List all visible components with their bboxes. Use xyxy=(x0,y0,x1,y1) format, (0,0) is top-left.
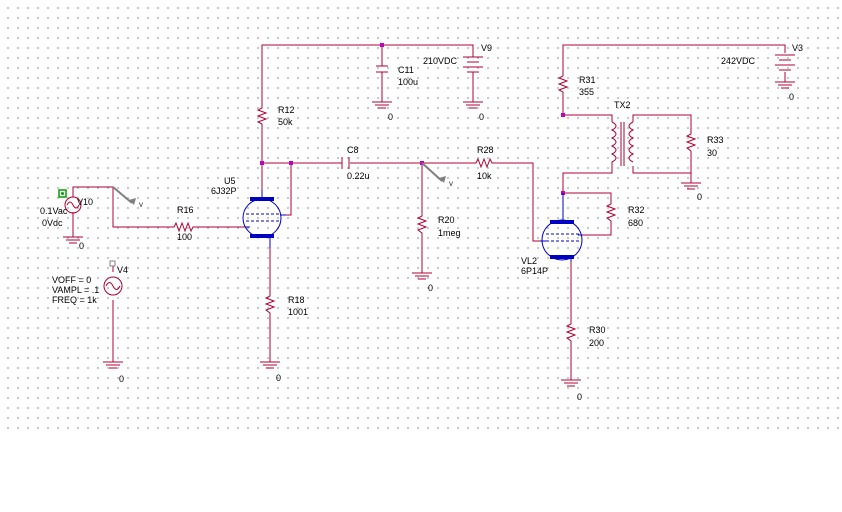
tube-u5[interactable] xyxy=(242,190,286,248)
r33-value: 30 xyxy=(707,148,717,158)
svg-text:V: V xyxy=(139,203,143,209)
r16-value: 100 xyxy=(177,232,192,242)
v9-name: V9 xyxy=(481,43,492,53)
v4-voff: VOFF = 0 xyxy=(52,275,91,285)
r18-value: 1001 xyxy=(288,307,308,317)
v4-freq: FREQ = 1k xyxy=(52,295,97,305)
ground-icon xyxy=(63,236,83,244)
capacitor-c11[interactable] xyxy=(376,62,388,77)
ground-label: 0 xyxy=(697,192,702,202)
resistor-r31[interactable] xyxy=(557,72,569,97)
r32-name: R32 xyxy=(628,205,645,215)
vl2-value: 6P14P xyxy=(521,266,548,276)
c11-name: C11 xyxy=(398,65,414,75)
ground-icon xyxy=(775,81,795,89)
c11-value: 100u xyxy=(398,77,418,87)
u5-name: U5 xyxy=(224,176,236,186)
ground-icon xyxy=(412,272,432,280)
resistor-r12[interactable] xyxy=(256,104,268,128)
transformer-tx2[interactable] xyxy=(610,121,635,168)
r31-name: R31 xyxy=(579,75,596,85)
v9-value: 210VDC xyxy=(423,56,458,66)
ground-icon xyxy=(681,182,701,190)
ground-label: 0 xyxy=(789,92,794,102)
c8-value: 0.22u xyxy=(347,171,370,181)
dc-source-v9[interactable] xyxy=(463,55,483,73)
vl2-name: VL2 xyxy=(521,256,537,266)
resistor-r33[interactable] xyxy=(685,130,697,157)
v3-name: V3 xyxy=(792,43,803,53)
ac-source-v4[interactable] xyxy=(103,260,123,296)
dc-source-v3[interactable] xyxy=(775,54,795,71)
r12-name: R12 xyxy=(278,105,295,115)
ground-icon xyxy=(463,101,483,109)
component-labels: V10 0.1Vac 0Vdc 0 V4 VOFF = 0 VAMPL = .1… xyxy=(40,43,803,402)
canvas-margin xyxy=(0,437,842,512)
resistor-r30[interactable] xyxy=(565,320,577,346)
svg-text:V: V xyxy=(449,182,453,188)
c8-name: C8 xyxy=(347,145,359,155)
tube-vl2[interactable] xyxy=(540,193,583,262)
ground-label: 0 xyxy=(388,112,393,122)
r32-value: 680 xyxy=(628,218,643,228)
ground-icon xyxy=(561,379,581,387)
ground-symbols xyxy=(63,81,795,387)
v4-vampl: VAMPL = .1 xyxy=(52,285,99,295)
r31-value: 355 xyxy=(579,87,594,97)
v10-name: V10 xyxy=(77,197,93,207)
v3-value: 242VDC xyxy=(721,56,756,66)
resistor-r18[interactable] xyxy=(264,292,276,318)
r33-name: R33 xyxy=(707,135,724,145)
ac-source-v10[interactable] xyxy=(58,189,82,214)
u5-value: 6J32P xyxy=(211,186,237,196)
r12-value: 50k xyxy=(278,117,293,127)
r30-value: 200 xyxy=(589,338,604,348)
r20-name: R20 xyxy=(438,215,455,225)
ground-label: 0 xyxy=(119,374,124,384)
v10-ac: 0.1Vac xyxy=(40,206,68,216)
ground-label: 0 xyxy=(79,241,84,251)
resistor-r16[interactable] xyxy=(168,221,202,233)
voltage-probe-2[interactable]: V xyxy=(421,162,453,188)
resistor-r28[interactable] xyxy=(472,157,498,169)
ground-label: 0 xyxy=(428,283,433,293)
ground-icon xyxy=(372,101,392,109)
r28-value: 10k xyxy=(477,171,492,181)
resistor-r20[interactable] xyxy=(416,212,428,240)
v4-name: V4 xyxy=(117,265,128,275)
v10-dc: 0Vdc xyxy=(42,218,63,228)
ground-label: 0 xyxy=(479,112,484,122)
r20-value: 1meg xyxy=(438,228,461,238)
capacitor-c8[interactable] xyxy=(341,157,350,169)
ground-icon xyxy=(103,361,123,369)
r30-name: R30 xyxy=(589,325,606,335)
ground-icon xyxy=(260,361,280,369)
tx2-name: TX2 xyxy=(614,100,631,110)
voltage-probe-1[interactable]: V xyxy=(112,186,143,209)
r16-name: R16 xyxy=(177,205,194,215)
r28-name: R28 xyxy=(477,145,494,155)
ground-label: 0 xyxy=(577,392,582,402)
ground-label: 0 xyxy=(276,373,281,383)
resistor-r32[interactable] xyxy=(605,200,617,228)
r18-name: R18 xyxy=(288,295,305,305)
